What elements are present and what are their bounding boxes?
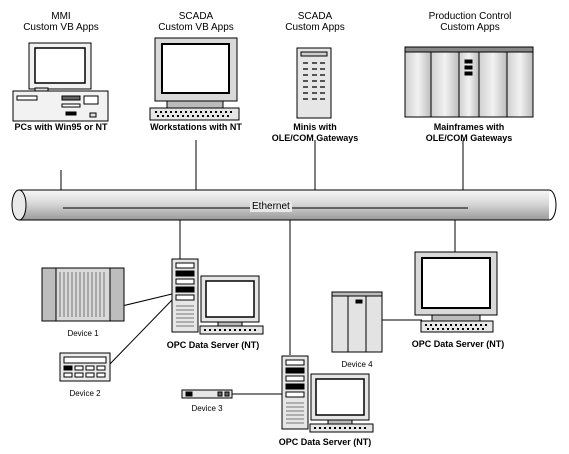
minis-caption-line2: OLE/COM Gateways [271, 133, 359, 143]
scada-mini-icon [296, 47, 332, 119]
scada-workstation-icon [149, 37, 240, 121]
device-4-icon [331, 291, 383, 353]
pc-caption: PCs with Win95 or NT [14, 122, 108, 132]
device-3-icon [181, 389, 233, 399]
scada-vb-title: SCADA Custom VB Apps [136, 11, 256, 33]
scada-vb-title-line1: SCADA [178, 11, 214, 22]
scada-custom-title-line1: SCADA [297, 11, 333, 22]
device-1-label: Device 1 [67, 329, 99, 338]
device-3-label: Device 3 [191, 404, 223, 413]
mainframe-icon [404, 46, 534, 118]
mainframes-caption-line1: Mainframes with [433, 122, 505, 132]
mainframes-caption-line2: OLE/COM Gateways [425, 133, 513, 143]
workstation-caption: Workstations with NT [150, 122, 242, 132]
mmi-pc-icon [12, 42, 109, 122]
opc-server-3-icon [414, 251, 498, 333]
device1-link-line [121, 293, 173, 307]
mmi-title-line2: Custom VB Apps [23, 22, 99, 33]
device2-link-line [107, 299, 173, 367]
production-control-title-line1: Production Control [428, 11, 512, 22]
scada-vb-title-line2: Custom VB Apps [158, 22, 234, 33]
mmi-title: MMI Custom VB Apps [0, 11, 122, 33]
production-control-title-line2: Custom Apps [440, 22, 500, 33]
mainframes-caption: Mainframes with OLE/COM Gateways [406, 122, 532, 144]
minis-caption: Minis with OLE/COM Gateways [258, 122, 372, 144]
scada-custom-title-line2: Custom Apps [285, 22, 345, 33]
scada-custom-title: SCADA Custom Apps [265, 11, 365, 33]
device-2-icon [59, 352, 111, 382]
production-control-title: Production Control Custom Apps [405, 11, 535, 33]
mmi-title-line1: MMI [51, 11, 71, 22]
device-4-label: Device 4 [341, 360, 373, 369]
opc-server-2-caption: OPC Data Server (NT) [278, 437, 372, 447]
opc-server-2-icon [281, 355, 374, 433]
opc-server-1-icon [171, 258, 264, 335]
device-1-icon [41, 267, 125, 322]
opc-server-3-caption: OPC Data Server (NT) [411, 339, 505, 349]
ethernet-label: Ethernet [250, 201, 292, 212]
connector-lines [60, 140, 464, 395]
device-2-label: Device 2 [69, 389, 101, 398]
opc-server-1-caption: OPC Data Server (NT) [166, 340, 260, 350]
minis-caption-line1: Minis with [293, 122, 337, 132]
